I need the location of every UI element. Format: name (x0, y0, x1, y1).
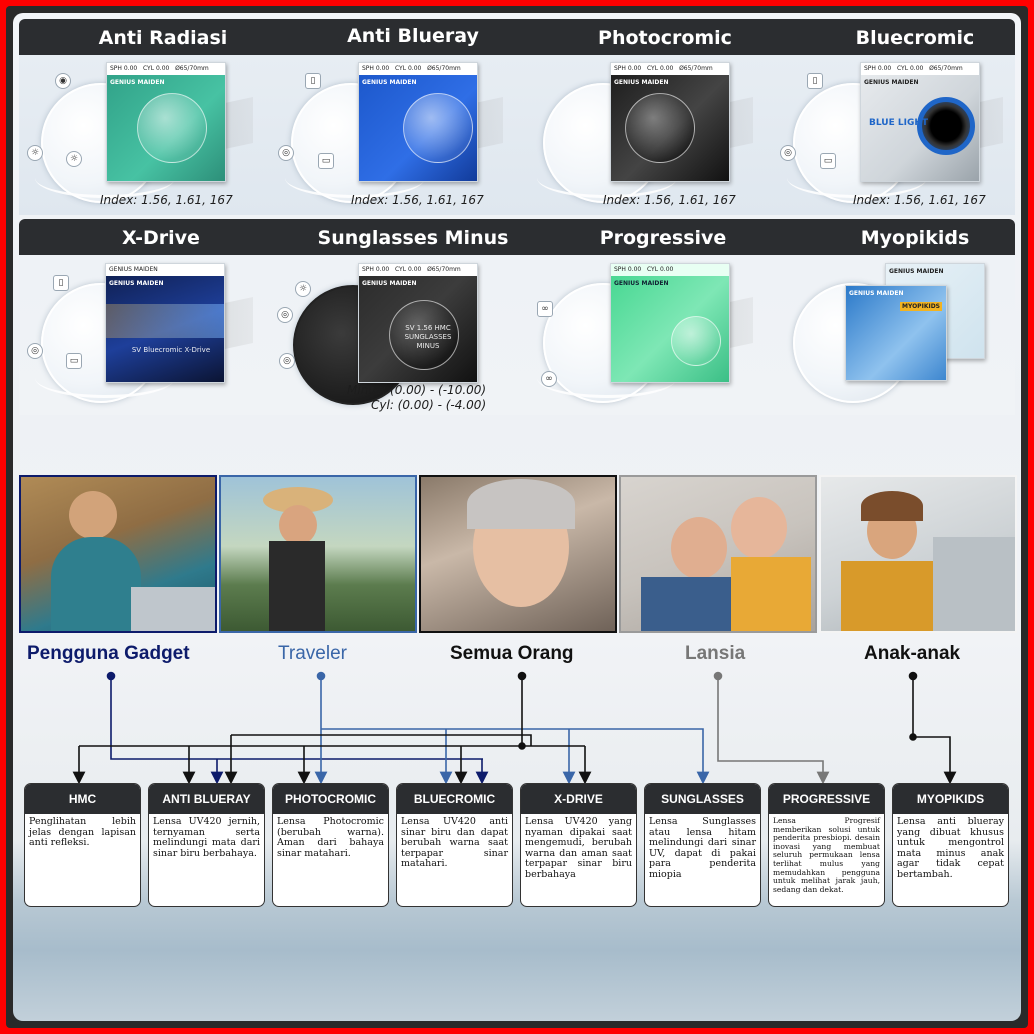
card-sunglasses: SUNGLASSES Lensa Sunglasses atau lensa h… (644, 783, 761, 907)
photo-gadget-user (19, 475, 217, 633)
lens-row-1-header (19, 19, 1015, 55)
lens-title-photocromic: Photocromic (598, 27, 732, 49)
card-bluecromic: BLUECROMIC Lensa UV420 anti sinar biru d… (396, 783, 513, 907)
lens-title-anti-blueray: Anti Blueray (347, 25, 479, 47)
fingerprint-icon: ◎ (27, 343, 43, 359)
phone-icon: ▯ (53, 275, 69, 291)
card-x-drive: X-DRIVE Lensa UV420 yang nyaman dipakai … (520, 783, 637, 907)
glasses-icon: ∞ (537, 301, 553, 317)
phone-icon: ▯ (305, 73, 321, 89)
lens-ring (35, 358, 175, 398)
product-box-anti-blueray: SPH 0.00 CYL 0.00 Ø65/70mm GENIUS MAIDEN (358, 62, 478, 182)
infographic-canvas: Anti Radiasi Anti Blueray Photocromic Bl… (13, 13, 1021, 1021)
fingerprint-icon: ◎ (279, 353, 295, 369)
card-myopikids: MYOPIKIDS Lensa anti blueray yang dibuat… (892, 783, 1009, 907)
lens-title-sunglasses-minus: Sunglasses Minus (317, 227, 509, 249)
card-title: ANTI BLUERAY (149, 784, 264, 814)
eye-icon: ◉ (55, 73, 71, 89)
lens-title-anti-radiasi: Anti Radiasi (98, 27, 228, 49)
wire-lansia (713, 671, 830, 785)
card-desc: Lensa Progresif memberikan solusi untuk … (773, 816, 880, 894)
wire-pengguna-gadget (106, 671, 489, 785)
card-desc: Lensa Sunglasses atau lensa hitam melind… (649, 816, 756, 880)
connector-diagram (72, 671, 957, 785)
product-box-bluecromic: SPH 0.00 CYL 0.00 Ø65/70mm GENIUS MAIDEN… (860, 62, 980, 182)
card-desc: Lensa UV420 yang nyaman dipakai saat men… (525, 816, 632, 880)
photo-elderly (619, 475, 817, 633)
uv-icon: ☼ (66, 151, 82, 167)
index-anti-blueray: Index: 1.56, 1.61, 167 (351, 193, 484, 207)
card-desc: Lensa anti blueray yang dibuat khusus un… (897, 816, 1004, 880)
card-title: SUNGLASSES (645, 784, 760, 814)
photo-kids (819, 475, 1017, 633)
product-box-photocromic: SPH 0.00 CYL 0.00 Ø65/70mm GENIUS MAIDEN (610, 62, 730, 182)
uv-icon: ☼ (295, 281, 311, 297)
lens-title-x-drive: X-Drive (122, 227, 200, 249)
lens-title-progressive: Progressive (599, 227, 727, 249)
photo-everyone (419, 475, 617, 633)
card-anti-blueray: ANTI BLUERAY Lensa UV420 jernih, ternyam… (148, 783, 265, 907)
lens-title-myopikids: Myopikids (860, 227, 970, 249)
wire-semua-orang (72, 671, 592, 785)
card-title: PROGRESSIVE (769, 784, 884, 814)
wire-anak-anak (908, 671, 957, 785)
glasses-icon: ∞ (541, 371, 557, 387)
audience-lansia: Lansia (685, 643, 746, 664)
card-desc: Lensa Photocromic (berubah warna). Aman … (277, 816, 384, 859)
wire-traveler (314, 671, 710, 785)
card-desc: Lensa UV420 anti sinar biru dan dapat be… (401, 816, 508, 869)
lens-ring (787, 158, 927, 198)
lens-row-2-header (19, 219, 1015, 255)
product-box-anti-radiasi: SPH 0.00 CYL 0.00 Ø65/70mm GENIUS MAIDEN (106, 62, 226, 182)
audience-anak-anak: Anak-anak (864, 643, 961, 664)
card-title: BLUECROMIC (397, 784, 512, 814)
lens-ring (537, 158, 677, 198)
photo-traveler (219, 475, 417, 633)
card-photocromic: PHOTOCROMIC Lensa Photocromic (berubah w… (272, 783, 389, 907)
index-bluecromic: Index: 1.56, 1.61, 167 (853, 193, 986, 207)
index-photocromic: Index: 1.56, 1.61, 167 (603, 193, 736, 207)
card-title: PHOTOCROMIC (273, 784, 388, 814)
monitor-icon: ▭ (66, 353, 82, 369)
product-box-x-drive: GENIUS MAIDEN GENIUS MAIDEN SV Bluecromi… (105, 263, 225, 383)
phone-icon: ▯ (807, 73, 823, 89)
monitor-icon: ▭ (820, 153, 836, 169)
product-box-progressive: SPH 0.00 CYL 0.00 GENIUS MAIDEN (610, 263, 730, 383)
card-desc: Lensa UV420 jernih, ternyaman serta meli… (153, 816, 260, 859)
audience-semua-orang: Semua Orang (450, 643, 574, 664)
lens-ring (35, 158, 175, 198)
fingerprint-icon: ◎ (780, 145, 796, 161)
lens-ring (537, 358, 677, 398)
index-anti-radiasi: Index: 1.56, 1.61, 167 (100, 193, 233, 207)
sunglasses-cyl-range: Cyl: (0.00) - (-4.00) (371, 398, 487, 412)
product-box-myopikids: GENIUS MAIDEN MYOPIKIDS (845, 285, 947, 381)
card-hmc: HMC Penglihatan lebih jelas dengan lapis… (24, 783, 141, 907)
audience-pengguna-gadget: Pengguna Gadget (27, 643, 190, 664)
card-title: MYOPIKIDS (893, 784, 1008, 814)
card-title: X-DRIVE (521, 784, 636, 814)
monitor-icon: ▭ (318, 153, 334, 169)
lens-title-bluecromic: Bluecromic (855, 27, 975, 49)
audience-traveler: Traveler (278, 643, 347, 664)
card-title: HMC (25, 784, 140, 814)
fingerprint-icon: ◎ (277, 307, 293, 323)
card-desc: Penglihatan lebih jelas dengan lapisan a… (29, 816, 136, 848)
sunglasses-minus-range: Minus: (0.00) - (-10.00) (347, 383, 487, 397)
product-box-sunglasses-minus: SPH 0.00 CYL 0.00 Ø65/70mm GENIUS MAIDEN… (358, 263, 478, 383)
lens-ring (285, 158, 425, 198)
card-progressive: PROGRESSIVE Lensa Progresif memberikan s… (768, 783, 885, 907)
fingerprint-icon: ◎ (278, 145, 294, 161)
uv-icon: ☼ (27, 145, 43, 161)
